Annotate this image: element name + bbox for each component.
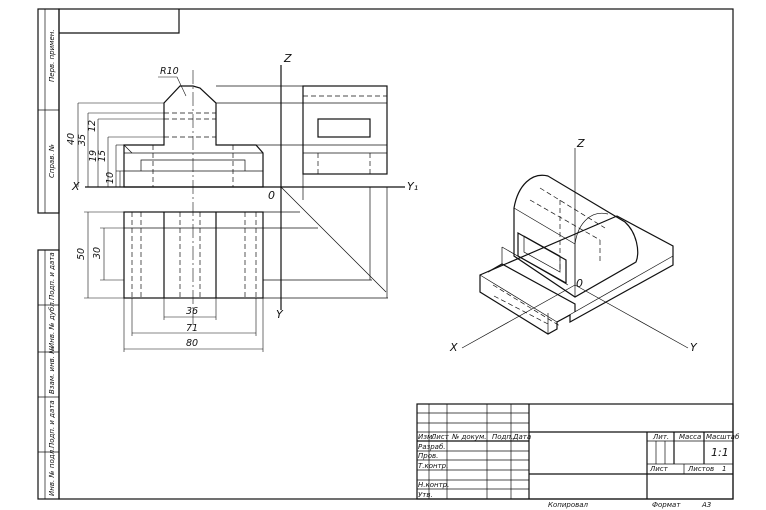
top-view-outline xyxy=(123,211,264,299)
tb-role-norm-control: Н.контр. xyxy=(418,481,449,489)
orthographic-views: X Y₁ Z Y 0 R10 xyxy=(66,52,418,352)
iso-y-axis xyxy=(574,284,689,349)
iso-origin-label: 0 xyxy=(576,277,583,290)
tb-sheet-label: Лист xyxy=(649,465,669,473)
iso-base xyxy=(479,215,674,335)
tb-scale-value: 1:1 xyxy=(711,446,729,459)
dim-10: 10 xyxy=(105,172,116,184)
dim-40: 40 xyxy=(66,133,77,145)
iso-axis-y-label: Y xyxy=(690,341,698,354)
side-label-dup-inv: Инв. № дубл. xyxy=(48,300,56,348)
side-label-sign-date-2: Подп. и дата xyxy=(48,400,56,448)
tb-sheets-value: 1 xyxy=(722,465,726,473)
width-dimensions: 36 71 80 xyxy=(123,298,264,352)
dim-80: 80 xyxy=(186,338,198,349)
tb-role-tech-control: Т.контр. xyxy=(418,462,448,470)
footer-format-label: Формат xyxy=(652,501,681,509)
iso-window xyxy=(517,231,567,285)
front-view-outline xyxy=(123,85,264,188)
axis-y1-label: Y₁ xyxy=(407,180,418,193)
radius-label: R10 xyxy=(160,66,179,77)
tb-header-change: Изм. xyxy=(418,433,434,441)
iso-axis-x-label: X xyxy=(449,341,458,354)
iso-x-axis xyxy=(461,284,576,349)
iso-block xyxy=(513,174,639,298)
axis-z-label: Z xyxy=(283,52,292,65)
dim-19: 19 xyxy=(88,150,99,162)
tb-header-sign: Подп. xyxy=(492,433,513,441)
tb-scale-label: Масштаб xyxy=(706,433,740,441)
tb-lit-label: Лит. xyxy=(652,433,669,441)
footer-copied: Копировал xyxy=(548,501,589,509)
side-view-outline xyxy=(302,85,388,175)
side-label-repl-inv: Взам. инв. № xyxy=(48,346,56,394)
dim-30: 30 xyxy=(92,247,103,259)
side-label-first-use: Перв. примен. xyxy=(48,29,56,82)
dim-71: 71 xyxy=(186,323,198,334)
iso-axis-z-label: Z xyxy=(576,137,585,150)
tb-mass-label: Масса xyxy=(679,433,701,441)
tb-header-sheet: Лист xyxy=(430,433,450,441)
dim-15: 15 xyxy=(97,150,108,162)
side-label-orig-inv: Инв. № подл. xyxy=(48,448,56,496)
tb-role-approver: Утв. xyxy=(418,491,433,499)
axis-x-label: X xyxy=(71,180,80,193)
isometric-view: Z X Y 0 xyxy=(449,137,698,354)
side-strip: Перв. примен. Справ. № Подп. и дата Инв.… xyxy=(37,8,60,500)
dim-36: 36 xyxy=(186,306,198,317)
side-label-sign-date-1: Подп. и дата xyxy=(48,252,56,300)
height-dimensions: 40 35 12 19 15 10 xyxy=(66,102,164,187)
tb-header-docno: № докум. xyxy=(451,433,487,441)
footer-format-value: А3 xyxy=(701,501,711,509)
tb-role-developer: Разраб. xyxy=(418,443,446,451)
outer-frame xyxy=(58,8,734,500)
dim-50: 50 xyxy=(76,248,87,260)
side-label-ref-no: Справ. № xyxy=(48,144,56,178)
depth-dimensions: 50 30 xyxy=(76,211,124,299)
tb-header-date: Дата xyxy=(512,433,531,441)
origin-label: 0 xyxy=(268,189,275,202)
title-block: Изм. Лист № докум. Подп. Дата Разраб. Пр… xyxy=(416,403,740,500)
tb-sheets-label: Листов xyxy=(687,465,714,473)
dim-12: 12 xyxy=(87,120,98,132)
tb-role-checker: Пров. xyxy=(418,452,438,460)
axis-y-label: Y xyxy=(276,308,284,321)
dim-35: 35 xyxy=(77,134,88,146)
top-left-stamp xyxy=(59,9,180,34)
